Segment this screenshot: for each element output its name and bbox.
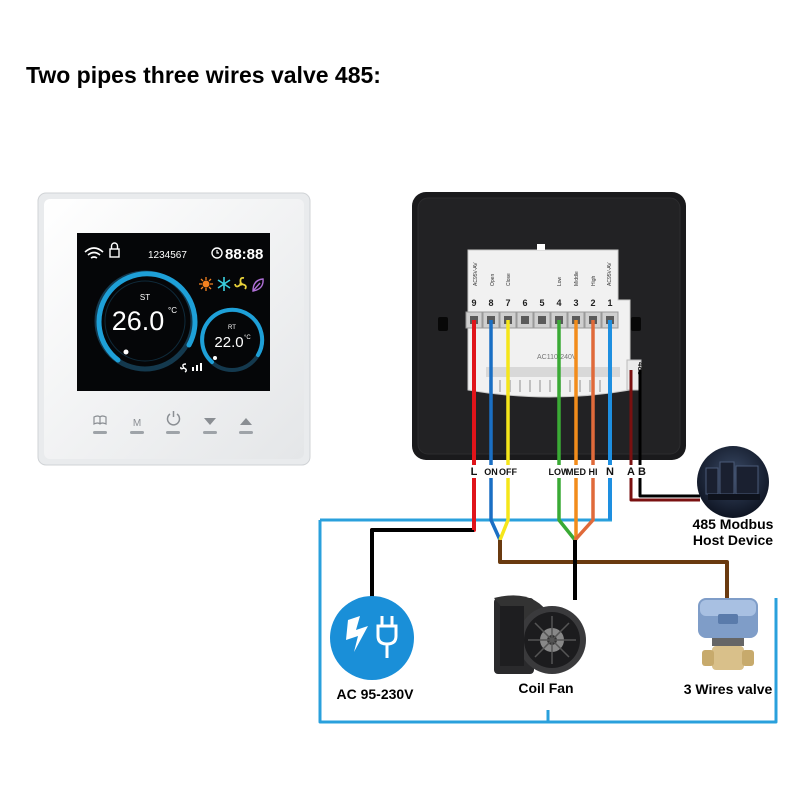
terminal-number: 9	[471, 298, 476, 308]
wire-label: HI	[589, 467, 598, 477]
terminal-number: 6	[522, 298, 527, 308]
clock-icon	[211, 247, 223, 259]
wire-hi	[573, 320, 595, 542]
valve-label: 3 Wires valve	[684, 681, 773, 697]
wire-label: B	[638, 466, 646, 478]
terminal-number: 8	[488, 298, 493, 308]
terminal-top-label: Middle	[574, 271, 580, 286]
book-icon[interactable]	[93, 415, 107, 434]
numbers-strip: 1234567	[148, 250, 187, 261]
terminal-number: 5	[539, 298, 544, 308]
power-source-icon	[330, 596, 414, 680]
wire-low	[557, 320, 577, 542]
snowflake-icon	[217, 277, 231, 291]
terminal-number: 4	[556, 298, 561, 308]
valve-icon	[698, 598, 758, 670]
power-icon[interactable]	[166, 411, 181, 434]
wires	[318, 320, 778, 724]
power-label: AC 95-230V	[336, 686, 414, 702]
mode-button[interactable]: M	[130, 418, 144, 434]
wire-on	[489, 320, 502, 541]
terminal-number: 3	[573, 298, 578, 308]
sun-icon	[199, 277, 213, 291]
svg-text:M: M	[133, 418, 141, 429]
room-dial-arc	[200, 307, 265, 364]
coil-fan-icon	[494, 595, 586, 674]
lock-icon	[109, 242, 120, 258]
terminal-top-label: AC95V-AV	[473, 262, 479, 286]
set-temp-value: 26.0	[112, 306, 165, 336]
set-temp-unit: °C	[168, 306, 177, 315]
wire-label: N	[606, 466, 614, 478]
down-icon[interactable]	[203, 418, 217, 434]
terminal-top-label: Low	[557, 276, 563, 286]
wire-valve	[498, 540, 729, 600]
terminal-number: 7	[505, 298, 510, 308]
coil-fan-label: Coil Fan	[518, 680, 573, 696]
wire-label: LOW	[549, 467, 570, 477]
host-label-line1: 485 Modbus	[693, 516, 774, 532]
wire-label: MED	[566, 467, 587, 477]
wire-485-a	[629, 370, 700, 502]
room-temp-unit: °C	[244, 335, 251, 341]
wire-485-b	[638, 370, 700, 498]
clock-readout: 88:88	[225, 246, 263, 263]
diagram-title: Two pipes three wires valve 485:	[26, 62, 381, 88]
wire-label: OFF	[499, 467, 517, 477]
fan-icon	[234, 276, 247, 290]
wire-label: ON	[484, 467, 498, 477]
terminal-top-label: Close	[506, 273, 512, 286]
terminal-top-label: High	[591, 275, 597, 286]
wifi-icon	[84, 247, 104, 259]
wire-label: A	[627, 466, 635, 478]
up-icon[interactable]	[239, 418, 253, 434]
terminal-number: 2	[590, 298, 595, 308]
room-temp-value: 22.0	[214, 334, 243, 351]
terminal-number: 1	[607, 298, 612, 308]
terminal-top-label: AC95V-AV	[607, 262, 613, 286]
leaf-icon	[252, 278, 264, 292]
set-temp-label: ST	[140, 293, 150, 302]
set-dial-arc	[96, 271, 198, 363]
terminal-485-label: 485	[636, 362, 645, 376]
modbus-host-icon	[697, 446, 769, 518]
thermostat: 1234567 88:88 ST 26.0 °C RT 22.0 °C	[37, 192, 311, 466]
back-plate-voltage: AC110-240V	[537, 354, 577, 361]
room-temp-label: RT	[228, 325, 236, 331]
fan-speed-icon	[180, 363, 202, 373]
host-label-line2: Host Device	[693, 532, 773, 548]
thermostat-back: AC110-240V AC95V-AV Open Close Low Middl…	[412, 192, 686, 460]
wire-label: L	[471, 466, 478, 478]
terminal-top-label: Open	[490, 274, 496, 286]
wire-off	[498, 320, 510, 541]
